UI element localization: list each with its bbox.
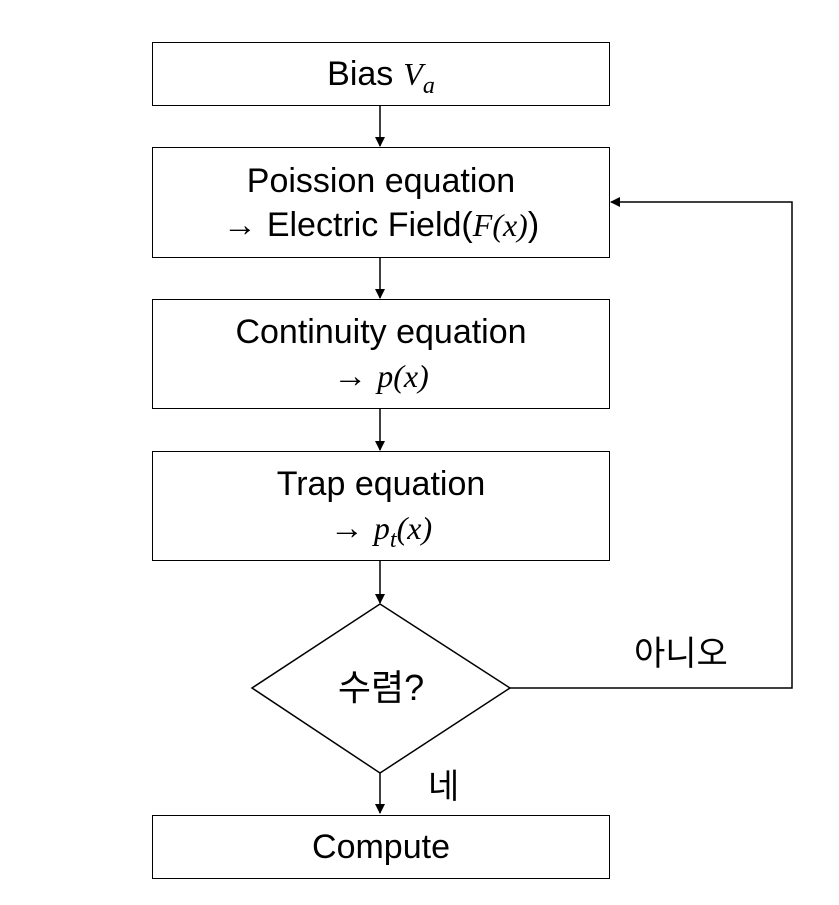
bias-box: Bias Va	[152, 42, 610, 106]
trap-title: Trap equation	[276, 465, 486, 503]
arrow-decision-loop-back	[510, 197, 793, 689]
right-arrow-icon: →	[329, 509, 364, 547]
right-arrow-icon: →	[333, 357, 368, 395]
compute-box: Compute	[152, 815, 610, 879]
trap-box: Trap equation → pt(x)	[152, 451, 610, 561]
trapped-density-symbol: pt(x)	[373, 510, 433, 553]
poisson-result-close: )	[527, 205, 540, 244]
bias-voltage-symbol: Va	[403, 56, 435, 99]
yes-branch-label: 네	[428, 768, 460, 806]
continuity-title: Continuity equation	[235, 313, 527, 351]
bias-label: Bias	[327, 55, 394, 93]
no-branch-label: 아니오	[634, 635, 728, 673]
hole-density-symbol: p(x)	[377, 358, 429, 394]
right-arrow-icon: →	[222, 205, 257, 244]
decision-label: 수렴?	[337, 667, 425, 708]
continuity-box: Continuity equation → p(x)	[152, 299, 610, 409]
electric-field-symbol: F(x)	[472, 206, 528, 243]
poisson-result-label: Electric Field(	[266, 205, 473, 244]
poisson-box: Poission equation → Electric Field( F(x)…	[152, 147, 610, 258]
compute-label: Compute	[312, 828, 450, 866]
poisson-title: Poission equation	[246, 161, 516, 200]
